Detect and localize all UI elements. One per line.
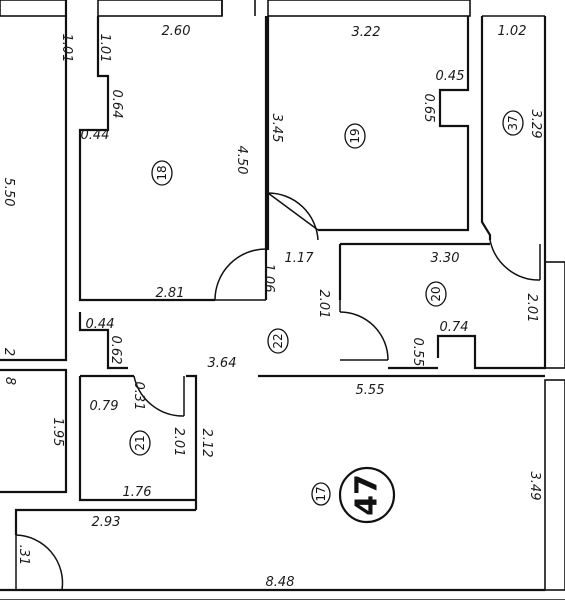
dim-8: 8 [2, 377, 17, 385]
svg-text:22: 22 [271, 333, 285, 348]
dim-2-60: 2.60 [162, 24, 191, 39]
svg-text:20: 20 [429, 286, 443, 301]
dim-2-93: 2.93 [92, 515, 121, 530]
dim-0-31-bottom: .31 [16, 545, 31, 566]
dim-0-45: 0.45 [436, 69, 465, 84]
dim-1-06: 1.06 [261, 264, 276, 293]
dim-0-65: 0.65 [421, 94, 436, 123]
dim-2-01-corridor: 2.01 [316, 290, 331, 319]
door-20-swing [339, 311, 389, 361]
svg-text:21: 21 [133, 435, 147, 450]
room-18-label: 18 [151, 160, 173, 186]
room-20-label: 20 [425, 281, 447, 307]
room-37-walls [480, 15, 547, 244]
dim-0-74: 0.74 [440, 320, 469, 335]
room-17-label: 17 [311, 482, 331, 506]
room-labels: 18 19 37 20 22 21 17 47 [129, 110, 524, 524]
door-19-swing [267, 192, 319, 241]
doors [15, 192, 541, 591]
left-room-walls [0, 0, 68, 494]
door-18-swing [214, 248, 267, 301]
top-window-frames [0, 0, 471, 17]
door-21-swing [133, 375, 185, 417]
dim-8-48: 8.48 [266, 575, 295, 590]
svg-text:17: 17 [314, 486, 328, 501]
dim-0-55: 0.55 [410, 338, 425, 367]
dim-0-62: 0.62 [108, 336, 123, 365]
svg-text:37: 37 [506, 115, 520, 130]
dim-2-81: 2.81 [156, 286, 185, 301]
dim-3-49: 3.49 [527, 472, 542, 501]
door-37-swing [489, 239, 541, 281]
dim-0-64: 0.64 [109, 90, 124, 119]
dim-0-79: 0.79 [90, 399, 119, 414]
room-19-walls [266, 16, 470, 232]
room-22-label: 22 [267, 328, 289, 354]
room-22-walls [78, 312, 545, 510]
dim-2-01-room21: 2.01 [171, 428, 186, 457]
dim-5-50: 5.50 [1, 178, 16, 207]
dim-1-02: 1.02 [498, 24, 527, 39]
room-18-walls [78, 16, 270, 302]
dim-0-31-room21: 0.31 [131, 382, 146, 411]
dim-2-01-room20: 2.01 [524, 294, 539, 323]
dim-3-30: 3.30 [431, 251, 460, 266]
svg-text:18: 18 [155, 165, 169, 180]
room-37-label: 37 [502, 110, 524, 136]
dim-3-64: 3.64 [208, 356, 237, 371]
door-19-leaf [267, 192, 319, 231]
room-17-walls [0, 508, 565, 600]
dim-1-17: 1.17 [285, 251, 315, 266]
dim-2: 2 [1, 348, 16, 356]
dim-1-76: 1.76 [123, 485, 152, 500]
dim-1-95: 1.95 [50, 418, 65, 447]
door-17-swing [15, 534, 64, 591]
room-21-walls [78, 374, 196, 502]
svg-text:47: 47 [350, 474, 385, 516]
dim-5-55: 5.55 [356, 383, 385, 398]
dim-1-01-left: 1.01 [59, 34, 74, 63]
dim-2-12: 2.12 [199, 429, 214, 458]
dim-3-22: 3.22 [352, 25, 381, 40]
dim-3-29: 3.29 [528, 110, 543, 139]
svg-text:19: 19 [348, 128, 362, 143]
dim-0-44-top: 0.44 [81, 128, 110, 143]
dimension-labels: 1.01 1.01 5.50 2 8 1.95 2.60 0.64 0.44 4… [1, 24, 543, 590]
apartment-number-label: 47 [338, 466, 396, 524]
dim-4-50: 4.50 [234, 146, 249, 175]
room-19-label: 19 [344, 123, 366, 149]
right-window-frames [544, 261, 565, 591]
dim-3-45: 3.45 [269, 114, 284, 143]
dim-1-01-right: 1.01 [97, 34, 112, 63]
room-21-label: 21 [129, 430, 151, 456]
dim-0-44-bottom: 0.44 [86, 317, 115, 332]
